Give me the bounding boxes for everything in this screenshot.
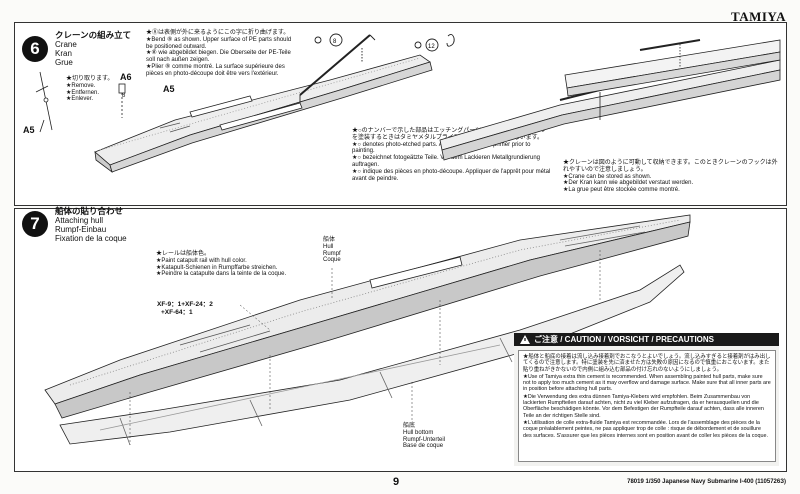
- step-7-title: 船体の貼り合わせ Attaching hull Rumpf-Einbau Fix…: [55, 206, 127, 244]
- part-label-a5-sprue: A5: [23, 125, 35, 135]
- caution-text-de: ★Die Verwendung des extra dünnen Tamiya-…: [523, 393, 764, 419]
- step-7-title-de: Rumpf-Einbau: [55, 225, 107, 234]
- step-6-remove-note: ★切り取ります。 ★Remove. ★Entfernen. ★Enlever.: [66, 76, 126, 103]
- hull-bottom: [59, 264, 685, 446]
- step-6-number: 6: [22, 36, 48, 62]
- caution-text: ★船体と船底の接着は流し込み接着剤でおこなうとよいでしょう。流し込みすぎると接着…: [518, 350, 776, 462]
- part-label-a6: A6: [120, 72, 132, 82]
- bend-note-de: ★⑧ wie abgebildet biegen. Die Oberseite …: [146, 50, 291, 64]
- hull-label-fr: Coque: [323, 257, 341, 264]
- pe-part-12-number: 12: [428, 44, 435, 50]
- store-note-fr: ★La grue peut être stockée comme montré.: [563, 187, 680, 194]
- hull-label-en: Hull: [323, 243, 334, 250]
- hull-label-jp: 船体: [323, 237, 336, 243]
- footer-product-info: 78019 1/350 Japanese Navy Submarine I-40…: [627, 479, 786, 485]
- paint-mix-label: XF-9：1+XF-24：2 +XF-64：1: [157, 301, 213, 317]
- caution-title-bar: ご注意 / CAUTION / VORSICHT / PRECAUTIONS: [514, 333, 779, 346]
- deck-crane-stowed: [439, 39, 781, 161]
- part-label-8-small: 8: [122, 93, 126, 99]
- bend-note-en: ★Bend ⑧ as shown. Upper surface of PE pa…: [146, 36, 292, 50]
- hull-bottom-label-de: Rumpf-Unterteil: [403, 436, 446, 443]
- hull-label: 船体 Hull Rumpf Coque: [323, 237, 341, 264]
- pe-part-8-number: 8: [333, 39, 337, 45]
- hull-bottom-label-en: Hull bottom: [403, 429, 434, 436]
- remove-note-jp: ★切り取ります。: [66, 76, 114, 82]
- rail-note-en: ★Paint catapult rail with hull color.: [156, 257, 247, 264]
- part-label-a5: A5: [163, 84, 175, 94]
- hull-bottom-label: 船底 Hull bottom Rumpf-Unterteil Base de c…: [403, 423, 445, 450]
- store-note-en: ★Crane can be stored as shown.: [563, 173, 652, 180]
- store-note-jp: ★クレーンは図のように可動して収納できます。このときクレーンのフックは外れやすい…: [563, 160, 778, 173]
- sprue-part-a5: [35, 71, 53, 133]
- step-6-title-jp: クレーンの組み立て: [55, 30, 132, 40]
- caution-text-jp: ★船体と船底の接着は流し込み接着剤でおこなうとよいでしょう。流し込みすぎると接着…: [523, 354, 771, 373]
- rail-note-de: ★Katapult-Schienen in Rumpffarbe streich…: [156, 264, 278, 271]
- rail-note-fr: ★Peindre la catapulte dans la teinte de …: [156, 271, 287, 278]
- paint-mix-line-1: XF-9：1+XF-24：2: [157, 301, 213, 308]
- part-a6-drawing: [118, 83, 126, 118]
- step-7-title-jp: 船体の貼り合わせ: [55, 206, 124, 216]
- remove-note-de: ★Entfernen.: [66, 89, 100, 96]
- warning-icon: [520, 335, 530, 344]
- rail-note-jp: ★レールは船体色。: [156, 251, 211, 257]
- bend-note-fr: ★Plier ⑧ comme montré. La surface supéri…: [146, 63, 285, 77]
- step-6-panel: [14, 22, 787, 206]
- deck-assembly-step6: [94, 54, 433, 174]
- caution-box: ご注意 / CAUTION / VORSICHT / PRECAUTIONS ★…: [514, 333, 779, 466]
- bend-note-jp: ★⑧は表側が外に来るようにこの字に折り曲げます。: [146, 30, 290, 36]
- step-6-title-de: Kran: [55, 49, 72, 58]
- caution-text-en: ★Use of Tamiya extra thin cement is reco…: [523, 373, 771, 393]
- step-7-rail-note: ★レールは船体色。 ★Paint catapult rail with hull…: [156, 251, 326, 278]
- paint-mix-line-2: +XF-64：1: [161, 309, 193, 316]
- step-6-title-en: Crane: [55, 40, 77, 49]
- step-7-title-fr: Fixation de la coque: [55, 234, 127, 243]
- remove-note-fr: ★Enlever.: [66, 96, 94, 103]
- page-number: 9: [393, 476, 400, 488]
- step-6-title-fr: Grue: [55, 58, 73, 67]
- hull-bottom-label-fr: Base de coque: [403, 443, 444, 450]
- step-7-title-en: Attaching hull: [55, 216, 104, 225]
- hull-label-de: Rumpf: [323, 250, 341, 257]
- remove-note-en: ★Remove.: [66, 82, 96, 89]
- alignment-guide-lines: [129, 250, 601, 445]
- step-7-number: 7: [22, 211, 48, 237]
- brand-logo: TAMIYA: [730, 9, 786, 24]
- caution-title: ご注意 / CAUTION / VORSICHT / PRECAUTIONS: [534, 335, 715, 344]
- store-note-de: ★Der Kran kann wie abgebildet verstaut w…: [563, 180, 694, 187]
- hull-bottom-label-jp: 船底: [403, 423, 416, 429]
- step-6-storage-note: ★クレーンは図のように可動して収納できます。このときクレーンのフックは外れやすい…: [563, 160, 778, 194]
- hull-upper: [44, 214, 691, 419]
- step-6-title: クレーンの組み立て Crane Kran Grue: [55, 30, 132, 68]
- pe-note-fr: ★○ indique des pièces en photo-découpe. …: [352, 168, 551, 182]
- caution-text-fr: ★L'utilisation de colle extra-fluide Tam…: [523, 419, 768, 439]
- step-6-bend-note: ★⑧は表側が外に来るようにこの字に折り曲げます。 ★Bend ⑧ as show…: [146, 30, 296, 78]
- crane-drawing: [299, 33, 455, 103]
